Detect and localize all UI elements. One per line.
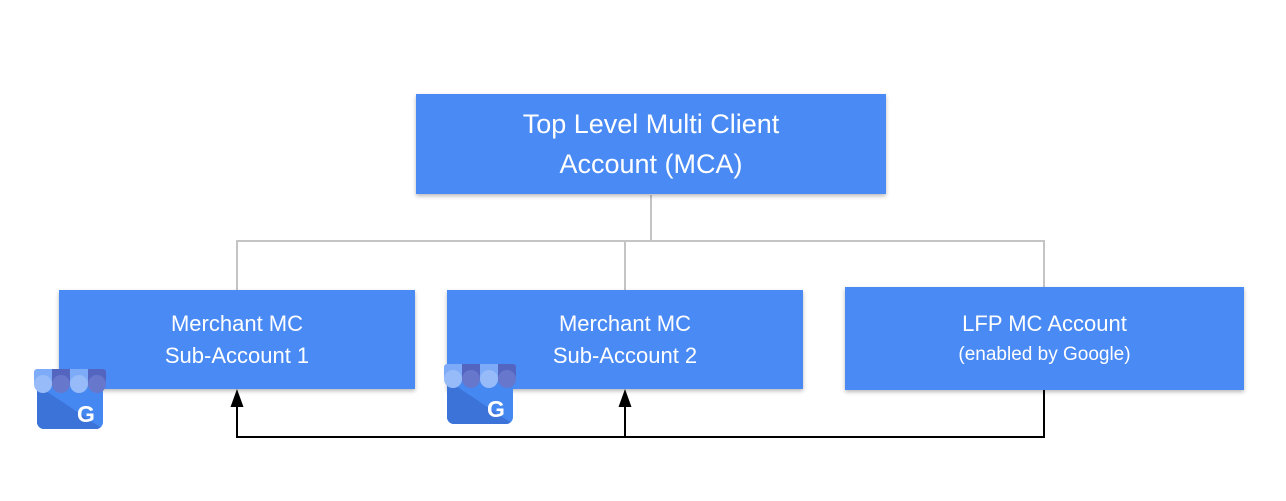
node-lfp-mc-account: LFP MC Account (enabled by Google)	[845, 287, 1244, 390]
google-my-business-icon: G	[444, 364, 516, 424]
node-label-line: Account (MCA)	[559, 149, 743, 179]
hierarchy-connector-gray	[236, 195, 1045, 290]
google-g-letter: G	[487, 396, 505, 422]
node-label-line: Merchant MC	[558, 310, 692, 336]
arrowhead-sub2-icon	[618, 389, 632, 407]
google-my-business-icon: G	[34, 369, 106, 429]
arrowhead-sub1-icon	[230, 389, 244, 407]
node-label-line: LFP MC Account	[962, 310, 1127, 336]
node-label-line: (enabled by Google)	[958, 343, 1131, 365]
node-label-line: Sub-Account 2	[552, 342, 698, 368]
node-label-line: Top Level Multi Client	[522, 109, 780, 139]
node-merchant-sub-account-1: Merchant MC Sub-Account 1	[59, 290, 415, 389]
node-label-line: Merchant MC	[170, 310, 304, 336]
google-g-letter: G	[77, 401, 95, 427]
lfp-feedback-line-black	[236, 390, 1045, 438]
node-label-line: Sub-Account 1	[164, 342, 310, 368]
node-top-level-mca: Top Level Multi Client Account (MCA)	[416, 94, 886, 194]
